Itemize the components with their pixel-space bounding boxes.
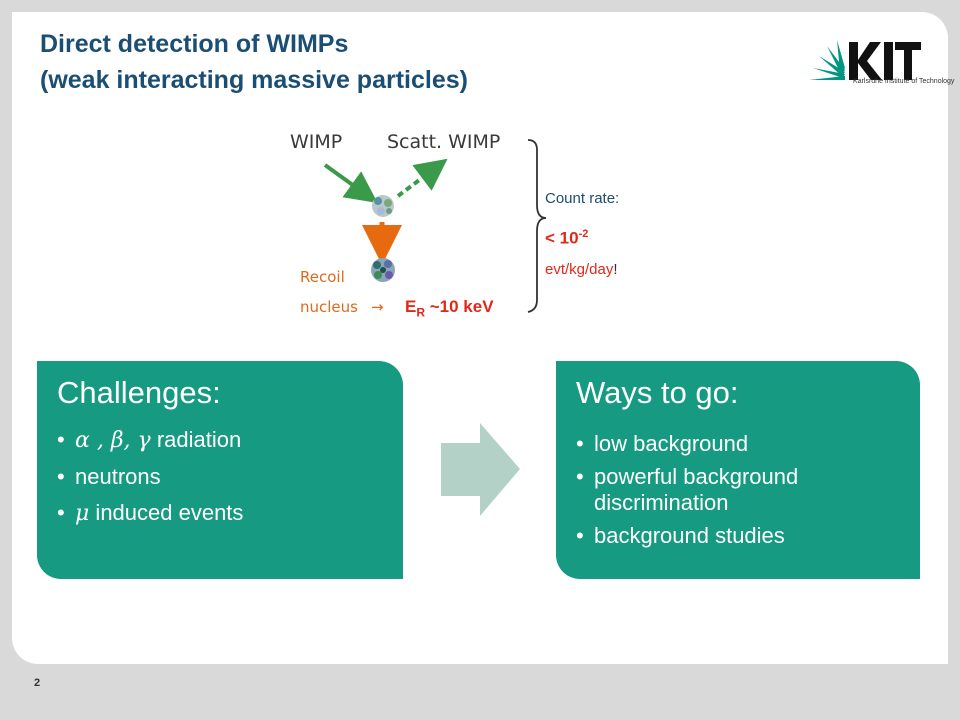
title-line-2: (weak interacting massive particles) — [40, 66, 468, 94]
list-item: background studies — [576, 523, 798, 549]
list-item-text: powerful background — [594, 464, 799, 489]
ways-box: Ways to go: low background powerful back… — [556, 361, 920, 579]
count-rate-base: < 10 — [545, 228, 579, 248]
wimp-label: WIMP — [290, 131, 343, 153]
count-rate-label: Count rate: — [545, 190, 620, 207]
list-item: α , β, γ radiation — [57, 427, 243, 454]
list-item: low background — [576, 431, 798, 457]
greek-symbols: μ — [75, 501, 90, 526]
count-rate-unit: evt/kg/day! — [545, 261, 618, 278]
ways-heading: Ways to go: — [576, 375, 739, 410]
count-rate-exponent: -2 — [578, 228, 589, 240]
logo-subtitle: Karlsruhe Institute of Technology — [853, 78, 955, 85]
page-number: 2 — [34, 677, 41, 689]
implies-arrow: → — [371, 298, 384, 316]
list-item-text-continued: discrimination — [594, 490, 729, 515]
list-item: μ induced events — [57, 500, 243, 527]
count-rate-value: < 10-2 — [545, 228, 588, 249]
challenges-box: Challenges: α , β, γ radiation neutrons … — [37, 361, 403, 579]
count-rate-unit-text: evt/kg/day — [545, 261, 614, 278]
ways-list: low background powerful backgrounddiscri… — [576, 431, 798, 556]
energy-symbol: E — [405, 297, 417, 316]
recoil-energy: ER ~10 keV — [405, 297, 494, 319]
nucleus-label: nucleus — [300, 298, 358, 316]
energy-subscript: R — [416, 305, 426, 320]
recoil-label: Recoil — [300, 268, 345, 286]
list-item-text: radiation — [150, 427, 242, 452]
scattered-wimp-label: Scatt. WIMP — [387, 131, 501, 153]
energy-value: ~10 keV — [425, 297, 494, 316]
list-item-text: neutrons — [75, 464, 161, 489]
kit-logo — [809, 40, 921, 80]
count-rate-exclamation: ! — [613, 261, 618, 278]
list-item-text: induced events — [89, 500, 244, 525]
slide-title: Direct detection of WIMPs (weak interact… — [40, 26, 468, 98]
challenges-list: α , β, γ radiation neutrons μ induced ev… — [57, 427, 243, 537]
title-line-1: Direct detection of WIMPs — [40, 30, 349, 58]
challenges-heading: Challenges: — [57, 375, 221, 410]
list-item: neutrons — [57, 464, 243, 490]
greek-symbols: α , β, γ — [75, 428, 151, 453]
